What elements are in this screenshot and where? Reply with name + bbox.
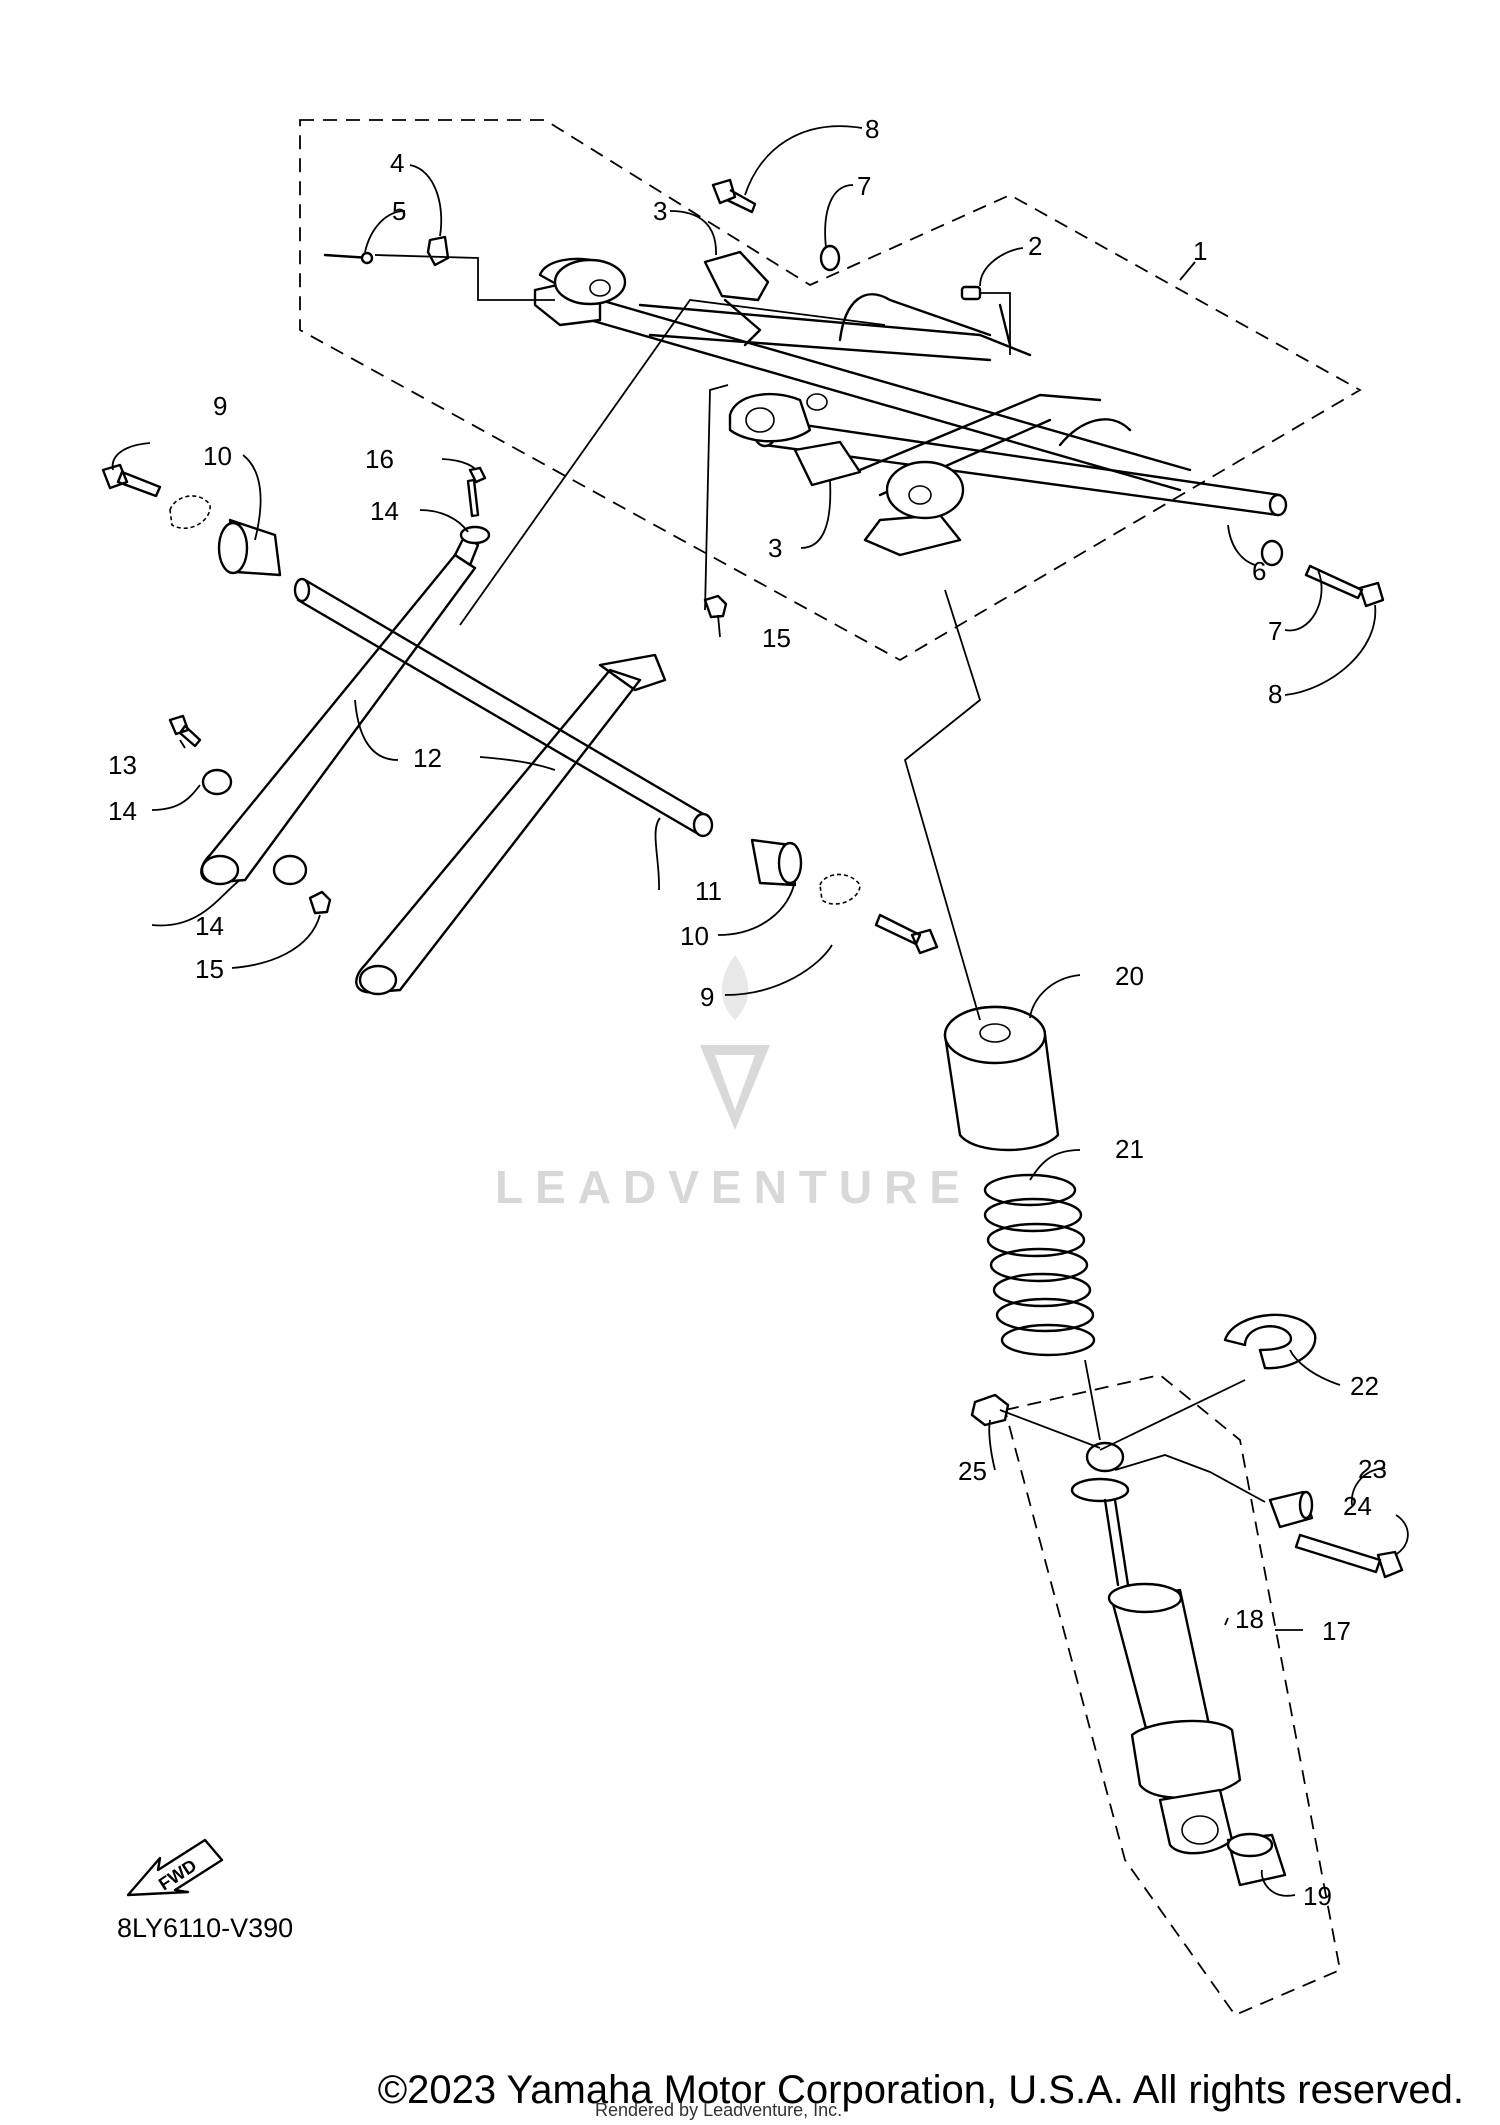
part-8-bolt-upper xyxy=(711,178,757,214)
callout-9-upper: 9 xyxy=(213,391,227,421)
rendered-by-note: Rendered by Leadventure, Inc. xyxy=(595,2100,843,2120)
part-11-shaft xyxy=(293,577,714,838)
watermark-text: LEADVENTURE xyxy=(495,1161,973,1213)
part-25-nut xyxy=(970,1393,1010,1427)
leader-lines xyxy=(111,125,1409,1897)
part-14-washer-low xyxy=(272,854,308,886)
callout-7-lower: 7 xyxy=(1268,616,1282,646)
callout-19: 19 xyxy=(1303,1881,1332,1911)
part-13-bolt xyxy=(168,714,202,748)
callout-8-upper: 8 xyxy=(865,114,879,144)
part-16-bolt xyxy=(466,466,487,518)
part-10-collar-left xyxy=(217,518,282,577)
part-washer-outline-right xyxy=(819,873,861,905)
part-9-bolt-right xyxy=(874,913,939,955)
callout-5: 5 xyxy=(392,196,406,226)
callout-10-lower: 10 xyxy=(680,921,709,951)
callout-3-upper: 3 xyxy=(653,196,667,226)
part-24-bolt xyxy=(1294,1533,1404,1579)
part-14-washer-mid xyxy=(201,768,233,796)
callout-18: 18 xyxy=(1235,1604,1264,1634)
callout-14-top: 14 xyxy=(370,496,399,526)
callout-3-lower: 3 xyxy=(768,533,782,563)
callout-14-mid: 14 xyxy=(108,796,137,826)
fwd-arrow-icon: FWD xyxy=(126,1838,224,1897)
part-21-spring xyxy=(983,1173,1096,1357)
callout-12: 12 xyxy=(413,743,442,773)
callout-21: 21 xyxy=(1115,1134,1144,1164)
callout-10-upper: 10 xyxy=(203,441,232,471)
callout-9-lower: 9 xyxy=(700,982,714,1012)
part-12-link-arm-right xyxy=(355,653,667,996)
callout-25: 25 xyxy=(958,1456,987,1486)
callout-6: 6 xyxy=(1252,556,1266,586)
part-12-link-arm-left xyxy=(200,533,480,886)
part-22-spring-seat xyxy=(1223,1313,1317,1370)
callout-7-upper: 7 xyxy=(857,171,871,201)
part-7-washer-upper xyxy=(819,244,841,272)
part-7-washer-lower xyxy=(1260,539,1284,567)
part-9-bolt-left xyxy=(101,463,162,498)
callout-23: 23 xyxy=(1358,1454,1387,1484)
callout-8-lower: 8 xyxy=(1268,679,1282,709)
part-washer-outline-left xyxy=(169,495,211,530)
part-3-upper-pad xyxy=(703,250,770,302)
callout-17: 17 xyxy=(1322,1616,1351,1646)
swing-arm xyxy=(533,257,1288,557)
callout-2: 2 xyxy=(1028,231,1042,261)
callout-labels: 1 2 3 3 4 5 6 7 7 8 8 9 9 10 10 11 12 13… xyxy=(108,114,1387,1911)
part-8-bolt-lower xyxy=(1304,564,1385,608)
copyright-notice: ©2023 Yamaha Motor Corporation, U.S.A. A… xyxy=(377,2068,1464,2112)
part-18-shock-absorber xyxy=(1070,1441,1242,1855)
callout-4: 4 xyxy=(390,148,404,178)
watermark-logo xyxy=(700,955,770,1130)
callout-20: 20 xyxy=(1115,961,1144,991)
diagram-code: 8LY6110-V390 xyxy=(117,1913,294,1943)
callout-22: 22 xyxy=(1350,1371,1379,1401)
callout-15-low: 15 xyxy=(195,954,224,984)
part-15-nut-low xyxy=(308,890,332,915)
part-2-grease-fitting xyxy=(960,285,1011,355)
callout-24: 24 xyxy=(1343,1491,1372,1521)
part-19-collar xyxy=(1226,1832,1287,1887)
callout-1: 1 xyxy=(1193,236,1207,266)
part-3-lower-pad xyxy=(793,440,862,487)
part-20-bump-stop xyxy=(943,1005,1060,1152)
part-15-nut-upper xyxy=(703,594,728,619)
part-4-clip xyxy=(426,235,450,267)
swingarm-assembly-boundary xyxy=(299,119,1362,662)
part-5-pin xyxy=(323,251,374,265)
callout-16: 16 xyxy=(365,444,394,474)
callout-14-low: 14 xyxy=(195,911,224,941)
callout-15-upper: 15 xyxy=(762,623,791,653)
callout-11: 11 xyxy=(695,876,722,906)
callout-13: 13 xyxy=(108,750,137,780)
part-23-collar xyxy=(1268,1490,1314,1529)
shock-assembly-boundary xyxy=(1003,1374,1342,2017)
part-10-collar-right xyxy=(750,838,803,887)
